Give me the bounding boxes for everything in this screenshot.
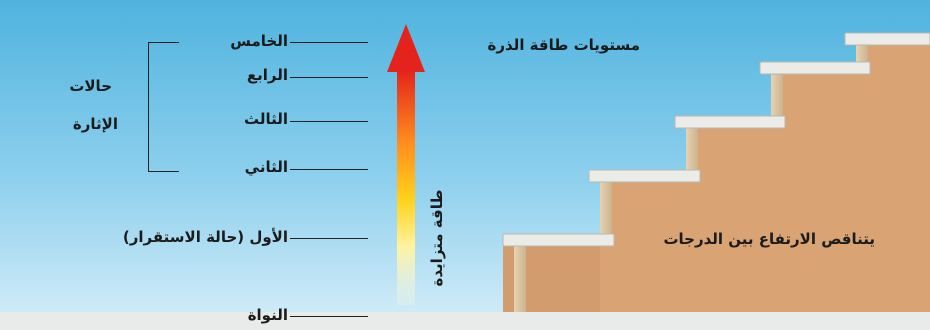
excited-states-bracket — [148, 42, 179, 172]
tick-first — [290, 238, 368, 239]
stair-tread-5 — [844, 32, 930, 46]
increasing-energy-label: طاقة متزايدة — [428, 189, 446, 287]
level-second-label: الثاني — [244, 158, 288, 176]
tick-fourth — [290, 77, 368, 78]
stair-riser-2 — [600, 182, 612, 244]
excited-states-label-line2: الإثارة — [72, 115, 118, 133]
level-fifth-label: الخامس — [230, 32, 288, 50]
energy-arrow — [387, 24, 425, 305]
tick-second — [290, 169, 368, 170]
stair-tread-2 — [588, 169, 701, 183]
staircase — [502, 32, 930, 330]
tick-fifth — [290, 42, 368, 43]
stair-riser-3 — [686, 128, 698, 182]
step-height-caption: يتناقص الارتفاع بين الدرجات — [663, 230, 875, 248]
tick-nucleus — [290, 316, 368, 317]
stair-tread-3 — [674, 115, 786, 129]
stair-tread-1 — [502, 233, 615, 247]
level-first-label: الأول (حالة الاستقرار) — [122, 228, 288, 246]
excited-states-label-line1: حالات — [69, 77, 112, 95]
stair-riser-4 — [771, 74, 783, 128]
tick-third — [290, 121, 368, 122]
atom-energy-levels-title: مستويات طاقة الذرة — [487, 36, 640, 54]
ground-strip — [0, 312, 930, 330]
level-fourth-label: الرابع — [246, 66, 288, 84]
stair-riser-1 — [514, 246, 526, 330]
level-third-label: الثالث — [243, 110, 288, 128]
stair-tread-4 — [759, 61, 871, 75]
stair-body — [600, 45, 930, 330]
nucleus-label: النواة — [247, 306, 288, 324]
